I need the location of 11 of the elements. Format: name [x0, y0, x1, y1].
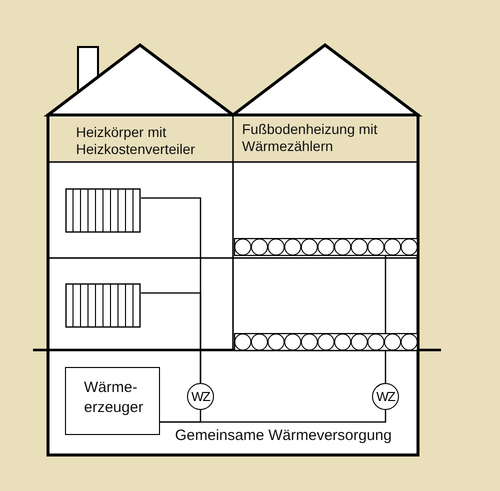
- floor-heading-band: [234, 117, 416, 161]
- pipe-line: [384, 256, 386, 333]
- label-text: Wärme- erzeuger: [84, 378, 144, 418]
- heat-generator-box: [65, 367, 160, 435]
- floor-heading-band: [50, 117, 232, 161]
- pipe-line: [141, 292, 202, 383]
- label-text: Heizkörper mit Heizkostenverteiler: [76, 124, 196, 158]
- pipe-line: [160, 410, 386, 423]
- caption-text: Gemeinsame Wärmeversorgung: [175, 427, 392, 444]
- label-text: Fußbodenheizung mit Wärmezählern: [242, 121, 378, 155]
- pipe-line: [384, 351, 386, 383]
